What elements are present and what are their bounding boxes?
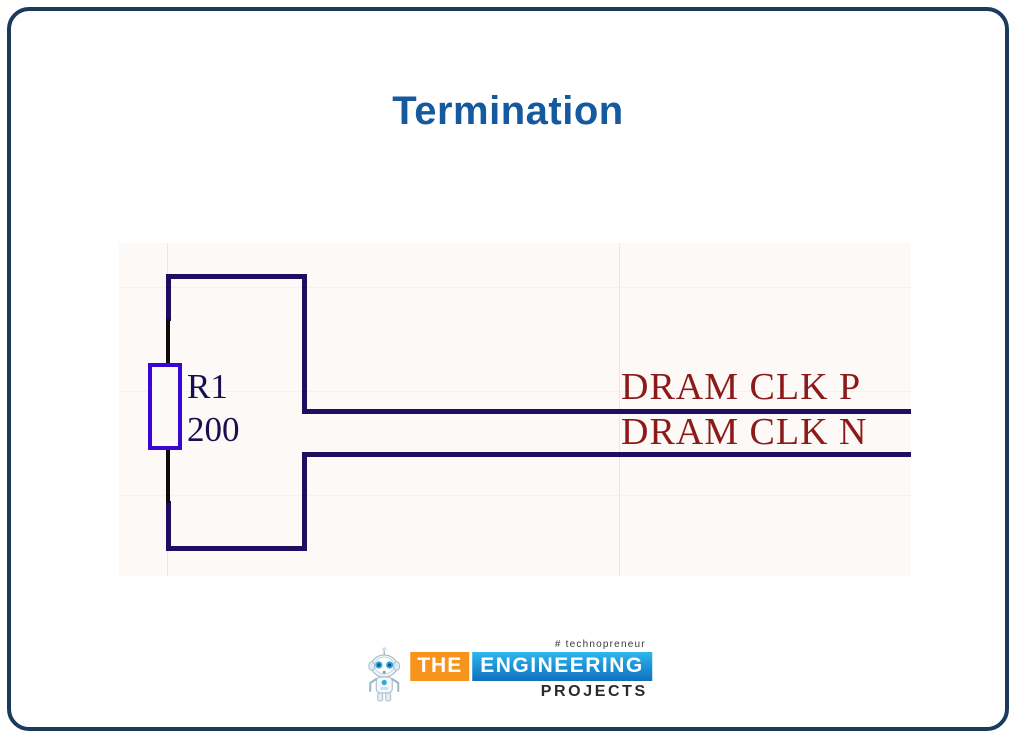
- wire-right-vertical-lower: [302, 452, 307, 551]
- grid-line-horizontal: [119, 391, 911, 392]
- slide-frame: Termination R1 200 DRAM: [7, 7, 1009, 731]
- net-label-dram-clk-p: DRAM CLK P: [621, 366, 862, 408]
- resistor-symbol: [148, 363, 182, 450]
- logo-the: THE: [410, 652, 470, 681]
- schematic-panel: R1 200 DRAM CLK P DRAM CLK N: [119, 243, 911, 576]
- wire-left-vertical-upper: [166, 274, 171, 321]
- resistor-lead-bottom: [166, 449, 170, 503]
- resistor-value-label: 200: [187, 410, 240, 449]
- logo-tagline: # technopreneur: [554, 639, 646, 650]
- grid-line-horizontal: [119, 287, 911, 288]
- resistor-lead-top: [166, 319, 170, 365]
- wire-right-vertical-upper: [302, 274, 307, 414]
- page-title: Termination: [392, 89, 624, 133]
- footer-logo: # technopreneur THE ENGINEERING PROJECTS: [11, 639, 1005, 711]
- wire-bottom-horizontal: [166, 546, 307, 551]
- logo-projects: PROJECTS: [540, 683, 648, 700]
- grid-line-horizontal: [119, 495, 911, 496]
- net-label-dram-clk-n: DRAM CLK N: [621, 411, 868, 453]
- wire-top-horizontal: [166, 274, 307, 279]
- robot-mascot-icon: [368, 647, 401, 702]
- resistor-designator-label: R1: [187, 367, 228, 406]
- logo-engineering: ENGINEERING: [472, 652, 652, 681]
- trace-dram-clk-n: [302, 452, 911, 457]
- wire-left-vertical-lower: [166, 501, 171, 551]
- trace-dram-clk-p: [302, 409, 911, 414]
